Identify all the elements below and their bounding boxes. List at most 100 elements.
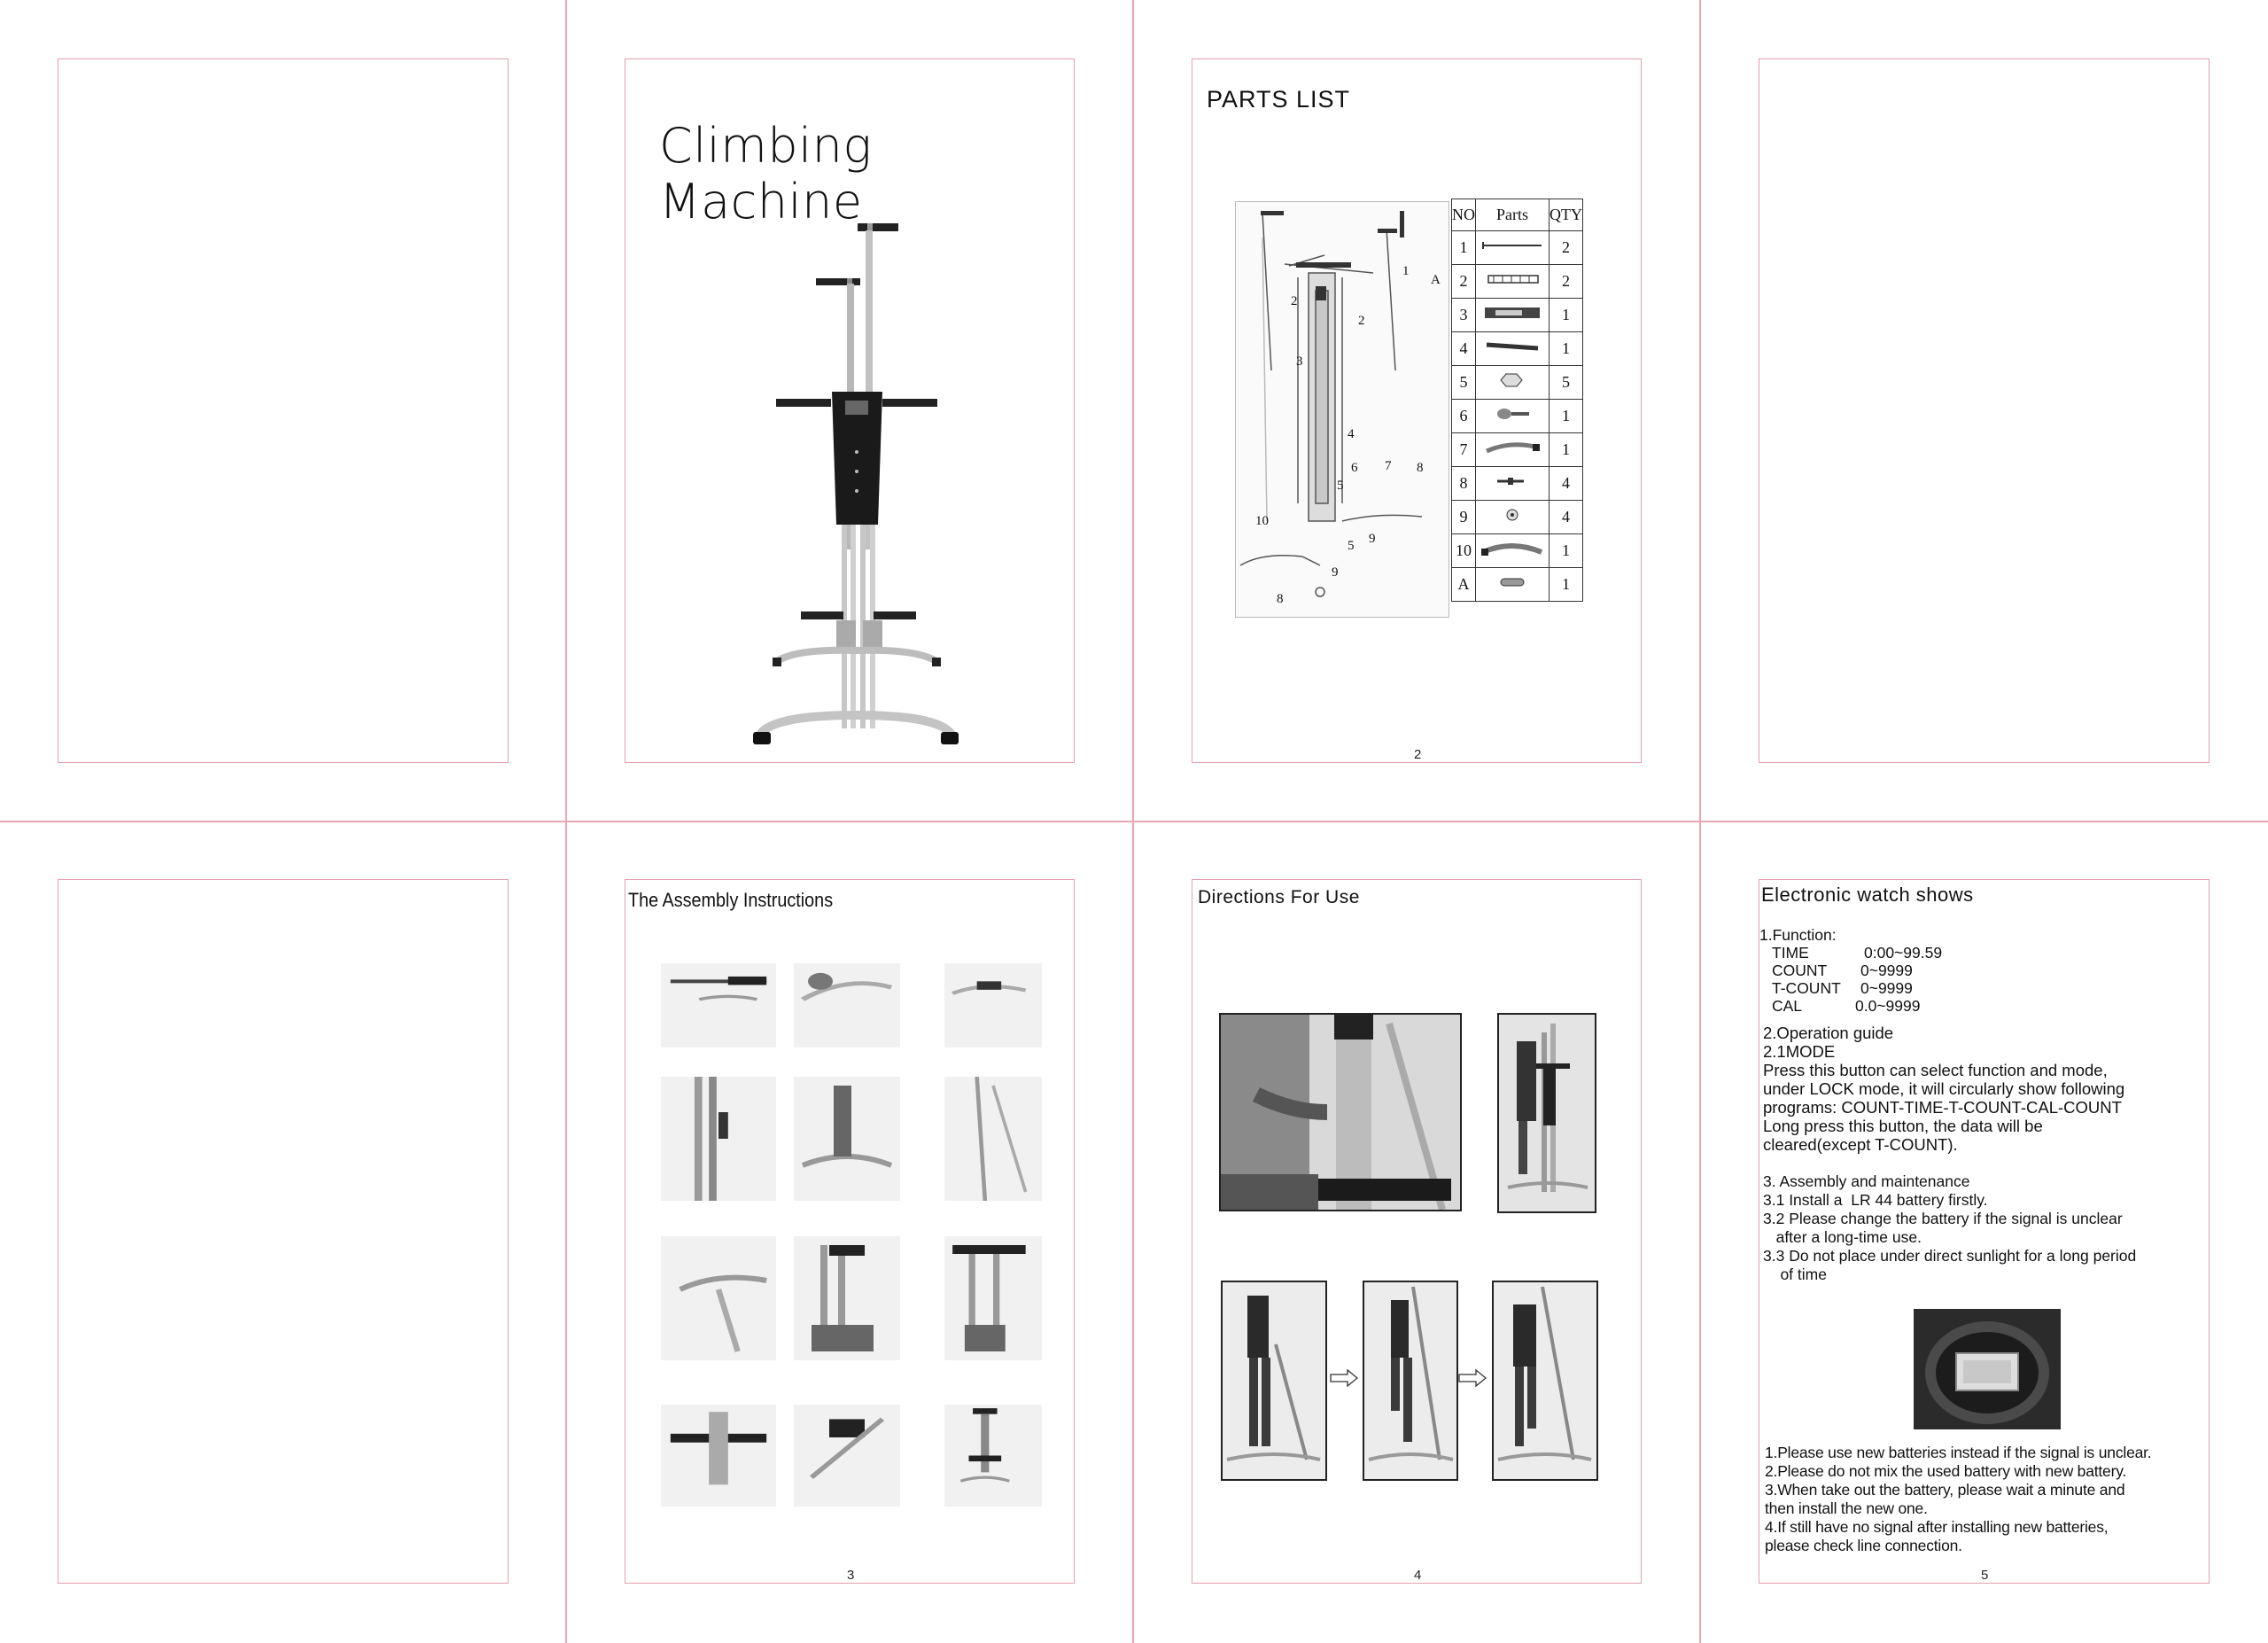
part-drawing bbox=[1475, 331, 1550, 366]
assembly-step-image bbox=[661, 1077, 776, 1201]
directions-heading: Directions For Use bbox=[1198, 887, 1360, 907]
assembly-step-image bbox=[944, 963, 1042, 1047]
climbing-full-view-photo bbox=[1497, 1013, 1596, 1213]
text-line: then install the new one. bbox=[1765, 1499, 1928, 1517]
function-title: 1.Function: bbox=[1759, 926, 1837, 944]
climbing-step-photo-2 bbox=[1363, 1281, 1458, 1481]
directions-page: Directions For Use bbox=[1192, 879, 1642, 1584]
text-line: 4.If still have no signal after installi… bbox=[1765, 1518, 2109, 1536]
battery-notes: 1.Please use new batteries instead if th… bbox=[1765, 1444, 2152, 1555]
callout-label: 8 bbox=[1417, 461, 1424, 475]
text-line: Press this button can select function an… bbox=[1763, 1061, 2108, 1079]
climbing-step-photo-1 bbox=[1221, 1281, 1327, 1481]
callout-label: 3 bbox=[1296, 354, 1303, 369]
assembly-step-image bbox=[794, 1077, 900, 1201]
text-line: 3.3 Do not place under direct sunlight f… bbox=[1763, 1247, 2137, 1265]
blank-page bbox=[58, 58, 509, 763]
callout-label: 2 bbox=[1291, 294, 1298, 308]
part-drawing bbox=[1475, 264, 1550, 299]
column-header: Parts bbox=[1475, 199, 1550, 231]
part-quantity: 1 bbox=[1549, 432, 1583, 467]
part-drawing bbox=[1475, 399, 1550, 433]
part-quantity: 1 bbox=[1549, 298, 1583, 332]
text-line: under LOCK mode, it will circularly show… bbox=[1763, 1079, 2125, 1098]
part-number: 10 bbox=[1451, 533, 1476, 568]
part-drawing bbox=[1475, 298, 1550, 332]
text-line: programs: COUNT-TIME-T-COUNT-CAL-COUNT bbox=[1763, 1098, 2122, 1117]
assembly-step-image bbox=[661, 1236, 776, 1360]
part-drawing bbox=[1475, 567, 1550, 602]
electronic-heading: Electronic watch shows bbox=[1761, 884, 1974, 906]
text-line: 2.Operation guide bbox=[1763, 1024, 1894, 1042]
part-quantity: 4 bbox=[1549, 466, 1583, 501]
text-line: 2.Please do not mix the used battery wit… bbox=[1765, 1462, 2127, 1480]
part-number: 9 bbox=[1451, 500, 1476, 534]
part-number: 4 bbox=[1451, 331, 1476, 366]
part-drawing bbox=[1475, 500, 1550, 534]
callout-label: 9 bbox=[1369, 532, 1376, 546]
text-line: 3.When take out the battery, please wait… bbox=[1765, 1481, 2125, 1499]
page-number: 5 bbox=[1981, 1568, 1989, 1583]
callout-label: 1 bbox=[1402, 264, 1410, 278]
text-line: 2.1MODE bbox=[1763, 1042, 1836, 1061]
assembly-step-image bbox=[661, 1405, 776, 1507]
function-range: 0~9999 bbox=[1860, 979, 1913, 997]
lcd-display-photo bbox=[1914, 1309, 2061, 1429]
part-quantity: 1 bbox=[1549, 331, 1583, 366]
text-line: cleared(except T-COUNT). bbox=[1763, 1135, 1958, 1154]
part-quantity: 5 bbox=[1549, 365, 1583, 400]
assembly-page: The Assembly Instructions 3 bbox=[625, 879, 1075, 1584]
text-line: 3.1 Install a LR 44 battery firstly. bbox=[1763, 1191, 1988, 1209]
callout-label: 10 bbox=[1255, 514, 1269, 528]
part-drawing bbox=[1475, 230, 1550, 265]
callout-label: 5 bbox=[1348, 539, 1355, 553]
function-range: 0.0~9999 bbox=[1855, 997, 1921, 1015]
arrow-icon bbox=[1330, 1368, 1359, 1391]
blank-page bbox=[1759, 58, 2210, 763]
assembly-heading: The Assembly Instructions bbox=[628, 889, 834, 911]
part-drawing bbox=[1475, 365, 1550, 400]
page-number: 3 bbox=[847, 1568, 855, 1583]
part-quantity: 1 bbox=[1549, 533, 1583, 568]
callout-label: 9 bbox=[1332, 565, 1339, 580]
text-line: Long press this button, the data will be bbox=[1763, 1117, 2043, 1135]
function-range: 0:00~99.59 bbox=[1864, 944, 1943, 962]
text-line: please check line connection. bbox=[1765, 1537, 1962, 1554]
part-drawing bbox=[1475, 432, 1550, 467]
assembly-step-image bbox=[944, 1236, 1042, 1360]
assembly-step-image bbox=[944, 1405, 1042, 1507]
callout-label: 8 bbox=[1277, 592, 1284, 606]
parts-list-page: PARTS LIST bbox=[1192, 58, 1642, 763]
callout-label: 5 bbox=[1337, 479, 1344, 493]
callout-label: 2 bbox=[1358, 314, 1365, 328]
blank-page bbox=[58, 879, 509, 1584]
text-line: 1.Please use new batteries instead if th… bbox=[1765, 1444, 2152, 1461]
assembly-step-image bbox=[944, 1077, 1042, 1201]
page-number: 4 bbox=[1414, 1568, 1422, 1583]
part-drawing bbox=[1475, 466, 1550, 501]
parts-list-heading: PARTS LIST bbox=[1207, 86, 1351, 113]
part-number: 7 bbox=[1451, 432, 1476, 467]
cover-page: Climbing Machine bbox=[625, 58, 1075, 763]
part-number: 1 bbox=[1451, 230, 1476, 265]
climbing-machine-illustration bbox=[741, 214, 971, 764]
function-range: 0~9999 bbox=[1860, 962, 1913, 979]
part-quantity: 2 bbox=[1549, 230, 1583, 265]
cut-line bbox=[0, 821, 2268, 822]
part-number: 5 bbox=[1451, 365, 1476, 400]
part-quantity: 1 bbox=[1549, 399, 1583, 433]
part-number: A bbox=[1451, 567, 1476, 602]
assembly-step-image bbox=[794, 1405, 900, 1507]
